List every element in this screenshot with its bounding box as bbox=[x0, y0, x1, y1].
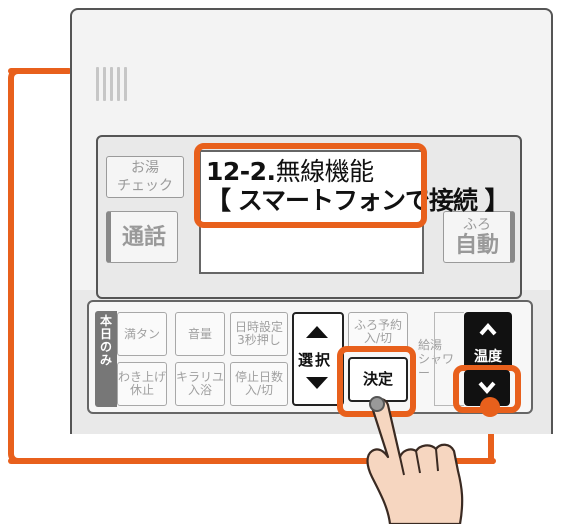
shower-label-2: シャワー bbox=[418, 352, 455, 380]
display-highlight bbox=[194, 143, 427, 228]
connector-line bbox=[8, 68, 18, 464]
down-arrow-icon bbox=[306, 377, 328, 389]
connector-bottom bbox=[8, 458, 496, 464]
reheat-stop-label-2: 休止 bbox=[129, 383, 154, 397]
today-only-char-4: み bbox=[99, 353, 112, 367]
hot-water-check-label-2: チェック bbox=[117, 178, 173, 194]
hot-water-check-label-1: お湯 bbox=[131, 160, 159, 176]
auto-bath-label-2: 自動 bbox=[454, 233, 499, 258]
select-down-button[interactable] bbox=[302, 372, 332, 394]
temperature-down-button[interactable] bbox=[464, 370, 510, 406]
hot-water-check-button[interactable]: お湯 チェック bbox=[106, 156, 184, 198]
volume-label: 音量 bbox=[187, 327, 212, 341]
decide-label: 決定 bbox=[362, 370, 393, 388]
decide-button[interactable]: 決定 bbox=[348, 357, 408, 402]
up-arrow-icon bbox=[306, 326, 328, 338]
display-menu-title: 無線機能 bbox=[275, 157, 375, 186]
clean-bath-label-1: キラリユ bbox=[176, 370, 225, 384]
pointing-hand-icon bbox=[366, 397, 464, 524]
today-only-char-3: の bbox=[99, 340, 112, 354]
volume-button[interactable]: 音量 bbox=[175, 312, 225, 356]
display-line-2: 【 スマートフォンで接続 】 bbox=[206, 186, 510, 215]
clean-bath-button[interactable]: キラリユ 入浴 bbox=[175, 362, 225, 406]
display-line-1: 12-2.無線機能 bbox=[206, 152, 374, 188]
call-button[interactable]: 通話 bbox=[106, 211, 178, 263]
shower-label-1: 給湯 bbox=[418, 338, 443, 352]
connector-riser bbox=[488, 408, 494, 464]
temperature-label: 温度 bbox=[464, 346, 512, 366]
reheat-stop-button[interactable]: わき上げ 休止 bbox=[117, 362, 167, 406]
reheat-stop-label-1: わき上げ bbox=[118, 370, 167, 384]
bath-reserve-button[interactable]: ふろ予約 入/切 bbox=[348, 312, 408, 350]
bath-reserve-label-1: ふろ予約 bbox=[353, 318, 402, 332]
shower-button[interactable]: 給湯 シャワー bbox=[418, 338, 462, 382]
today-only-label: 本 日 の み bbox=[95, 311, 117, 407]
stop-days-button[interactable]: 停止日数 入/切 bbox=[230, 362, 288, 406]
press-point-dot bbox=[369, 396, 385, 412]
stop-days-label-1: 停止日数 bbox=[234, 370, 283, 384]
select-up-button[interactable] bbox=[302, 322, 332, 344]
auto-bath-label-1: ふろ bbox=[463, 217, 491, 233]
display-menu-number: 12-2. bbox=[206, 157, 276, 186]
chevron-up-icon bbox=[479, 322, 497, 336]
connector-dot bbox=[480, 397, 500, 417]
select-label: 選択 bbox=[298, 351, 333, 369]
date-time-label-1: 日時設定 bbox=[234, 320, 283, 334]
today-only-char-1: 本 bbox=[99, 314, 112, 328]
full-tank-button[interactable]: 満タン bbox=[117, 312, 167, 356]
today-only-char-2: 日 bbox=[99, 327, 112, 341]
speaker-grille bbox=[96, 67, 130, 101]
clean-bath-label-2: 入浴 bbox=[187, 383, 212, 397]
chevron-down-icon bbox=[478, 381, 496, 395]
call-label: 通話 bbox=[121, 225, 166, 250]
full-tank-label: 満タン bbox=[123, 327, 160, 341]
auto-bath-button[interactable]: ふろ 自動 bbox=[443, 211, 515, 263]
shower-button-frame bbox=[434, 312, 464, 406]
bath-reserve-label-2: 入/切 bbox=[363, 331, 393, 345]
date-time-button[interactable]: 日時設定 3秒押し bbox=[230, 312, 288, 356]
stop-days-label-2: 入/切 bbox=[244, 383, 274, 397]
connector-top-stub bbox=[8, 68, 72, 74]
date-time-label-2: 3秒押し bbox=[237, 333, 281, 347]
